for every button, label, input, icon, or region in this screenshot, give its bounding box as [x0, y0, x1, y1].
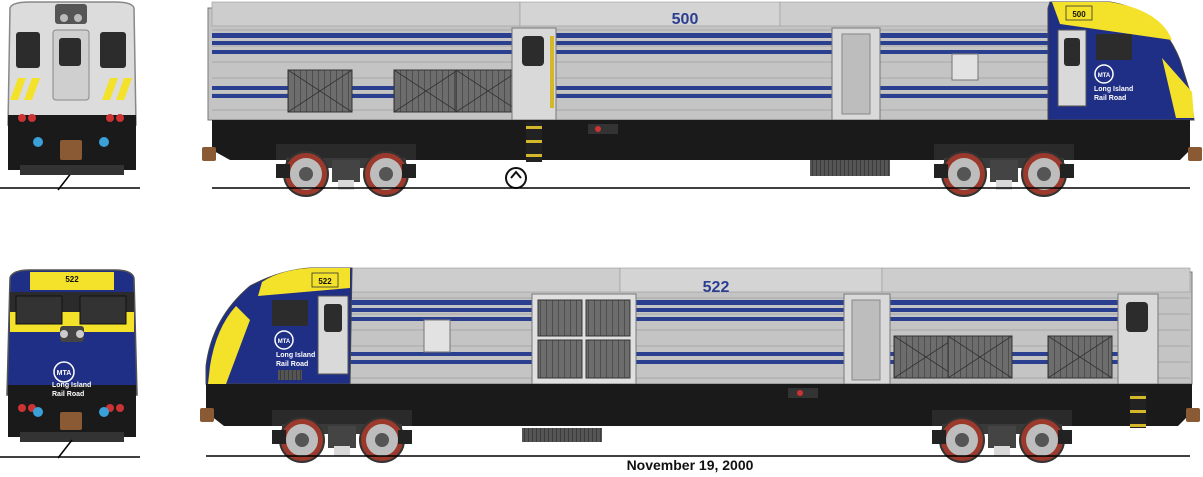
- mta-logo-icon: [53, 361, 75, 383]
- end-brand-line2: Rail Road: [52, 391, 84, 398]
- loco-number-plate: 522: [318, 277, 332, 286]
- locomotive-500: 500 500 MTA Long Island Rail Road: [202, 1, 1202, 197]
- loco-number: 500: [672, 11, 699, 28]
- mta-logo-icon: [274, 330, 294, 350]
- end-view-bottom: 522 MTA Long Island Rail Road: [0, 269, 140, 459]
- end-logo-text: MTA: [57, 370, 72, 377]
- mta-logo-icon: [1094, 64, 1114, 84]
- loco-brand-line1: Long Island: [276, 352, 315, 359]
- loco-brand-line2: Rail Road: [1094, 95, 1126, 102]
- loco-brand-line1: Long Island: [1094, 86, 1133, 93]
- end-number-plate: 522: [65, 275, 79, 284]
- loco-number: 522: [703, 279, 730, 296]
- drawing-date-caption: November 19, 2000: [626, 457, 754, 473]
- loco-brand-line2: Rail Road: [276, 361, 308, 368]
- end-view-top: [0, 1, 140, 191]
- locomotive-522: 522 522 MTA Long Island Rail Road: [200, 267, 1200, 463]
- end-brand-line1: Long Island: [52, 382, 91, 389]
- loco-number-plate: 500: [1072, 10, 1086, 19]
- loco-logo-text: MTA: [278, 339, 291, 345]
- loco-logo-text: MTA: [1098, 73, 1111, 79]
